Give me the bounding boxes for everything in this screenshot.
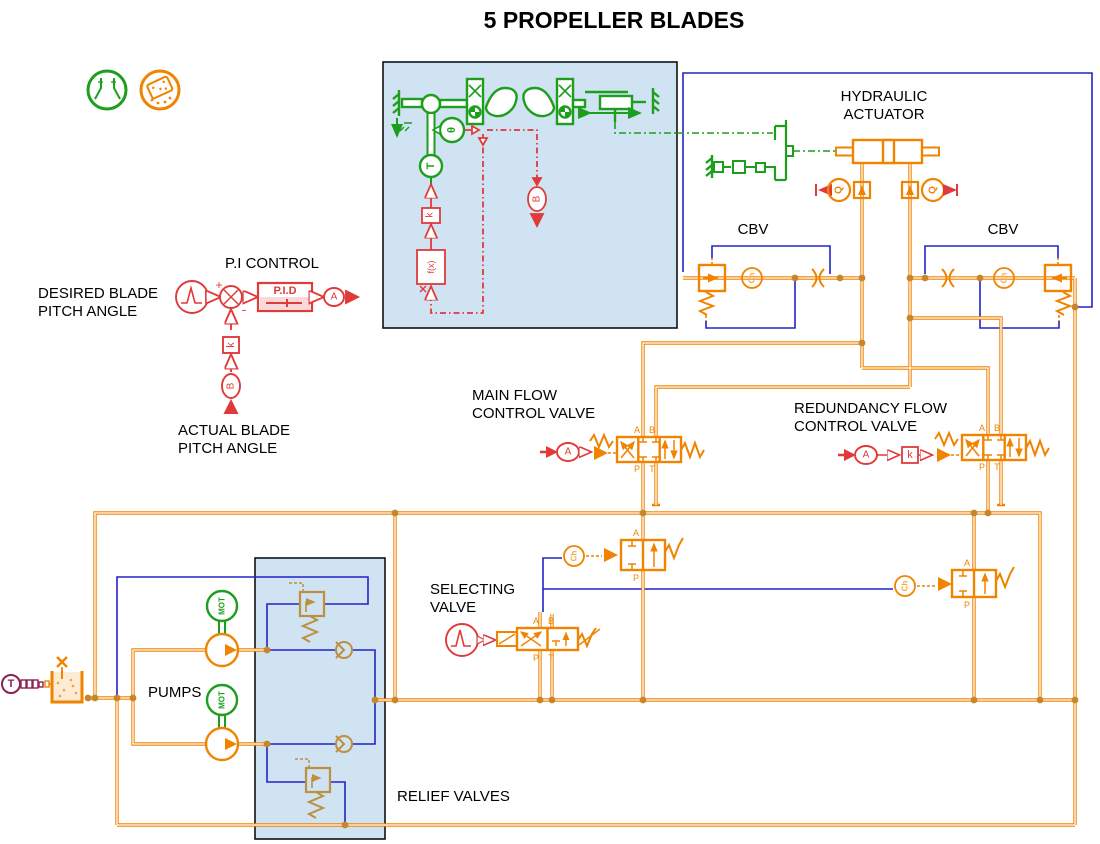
mfcv-port-p: P bbox=[633, 464, 641, 474]
pilot-valve-2[interactable] bbox=[894, 566, 1015, 599]
sum-minus: - bbox=[241, 301, 247, 317]
diagram-title: 5 PROPELLER BLADES bbox=[483, 7, 745, 33]
sv-port-p: P bbox=[532, 653, 540, 663]
temp-t: T bbox=[7, 678, 15, 690]
label-redundancy-fcv: REDUNDANCY FLOW CONTROL VALVE bbox=[794, 400, 948, 436]
motor-1[interactable] bbox=[205, 589, 239, 623]
pv1-port-a: A bbox=[632, 528, 640, 538]
pump-1[interactable] bbox=[204, 621, 240, 668]
motor2-label: MOT bbox=[217, 691, 227, 709]
check-valve-2[interactable] bbox=[335, 735, 353, 753]
label-desired-pitch: DESIRED BLADE PITCH ANGLE bbox=[38, 285, 159, 321]
torque-t: T bbox=[425, 162, 437, 170]
sum-plus: + bbox=[215, 278, 223, 292]
motor1-label: MOT bbox=[217, 597, 227, 615]
check-ch-cbv-left: Ch bbox=[747, 272, 757, 284]
label-hydraulic-actuator: HYDRAULIC ACTUATOR bbox=[840, 88, 928, 124]
mechanism-signal-chain[interactable] bbox=[416, 124, 547, 314]
tag-a-mfcv: A bbox=[564, 446, 572, 458]
selecting-valve[interactable] bbox=[445, 623, 601, 657]
label-pumps: PUMPS bbox=[148, 684, 202, 701]
flow-q-right: Q bbox=[927, 186, 939, 194]
label-main-fcv: MAIN FLOW CONTROL VALVE bbox=[472, 387, 596, 423]
main-flow-control-valve[interactable] bbox=[540, 432, 705, 464]
sensor-theta: θ bbox=[446, 127, 458, 133]
motor-2[interactable] bbox=[205, 683, 239, 717]
pump-2[interactable] bbox=[204, 715, 240, 762]
mfcv-port-a: A bbox=[633, 425, 641, 435]
pid-label: P.I.D bbox=[273, 285, 297, 297]
junction-dots bbox=[84, 274, 1079, 829]
rfcv-port-t: T bbox=[994, 462, 1000, 472]
gain-k-rfcv: k bbox=[907, 449, 913, 461]
gain-k-pi: k bbox=[225, 342, 237, 348]
tank[interactable] bbox=[50, 656, 84, 704]
check-ch-pilot2: Ch bbox=[900, 580, 910, 592]
label-actual-pitch: ACTUAL BLADE PITCH ANGLE bbox=[178, 422, 290, 458]
temperature-source[interactable] bbox=[1, 674, 52, 694]
mechanical-library-icon[interactable] bbox=[86, 69, 128, 111]
check-ch-pilot1: Ch bbox=[569, 550, 579, 562]
relief-valve-1[interactable] bbox=[289, 582, 326, 643]
redundancy-flow-control-valve[interactable] bbox=[838, 430, 1050, 465]
hydraulic-library-icon[interactable] bbox=[139, 69, 181, 111]
gain-k-mech: k bbox=[424, 212, 436, 218]
rfcv-port-p: P bbox=[978, 462, 986, 472]
pv2-port-a: A bbox=[963, 558, 971, 568]
label-relief-valves: RELIEF VALVES bbox=[397, 788, 510, 805]
mfcv-port-b: B bbox=[648, 425, 656, 435]
cbv-left-valve[interactable] bbox=[697, 258, 825, 321]
tag-a-rfcv: A bbox=[862, 449, 870, 461]
pilot-valve-1[interactable] bbox=[563, 537, 684, 572]
pv1-port-p: P bbox=[632, 573, 640, 583]
sv-port-t: T bbox=[548, 653, 554, 663]
tag-b-mech: B bbox=[531, 195, 543, 203]
blade-linkage-mechanism[interactable] bbox=[391, 77, 836, 186]
rfcv-port-a: A bbox=[978, 423, 986, 433]
pi-control-chain[interactable] bbox=[175, 280, 361, 414]
check-ch-cbv-right: Ch bbox=[999, 272, 1009, 284]
label-cbv-right: CBV bbox=[987, 221, 1019, 238]
sv-port-b: B bbox=[547, 616, 555, 626]
pilot-lines bbox=[116, 72, 1093, 823]
cbv-right-valve[interactable] bbox=[941, 258, 1073, 321]
label-pi-control: P.I CONTROL bbox=[225, 255, 319, 272]
flow-sensor-left[interactable] bbox=[815, 177, 872, 203]
check-valve-1[interactable] bbox=[335, 641, 353, 659]
flow-sensor-right[interactable] bbox=[900, 177, 958, 203]
label-cbv-left: CBV bbox=[737, 221, 769, 238]
tag-b-pi: B bbox=[225, 382, 237, 390]
tag-a-pi: A bbox=[330, 291, 338, 303]
pv2-port-p: P bbox=[963, 600, 971, 610]
rfcv-port-b: B bbox=[993, 423, 1001, 433]
fx-label: f(x) bbox=[426, 260, 436, 274]
label-selecting-valve: SELECTING VALVE bbox=[430, 581, 516, 617]
relief-valve-2[interactable] bbox=[295, 758, 332, 819]
mfcv-port-t: T bbox=[649, 464, 655, 474]
hydraulic-actuator[interactable] bbox=[835, 138, 940, 165]
sv-port-a: A bbox=[532, 616, 540, 626]
flow-q-left: Q bbox=[833, 186, 845, 194]
